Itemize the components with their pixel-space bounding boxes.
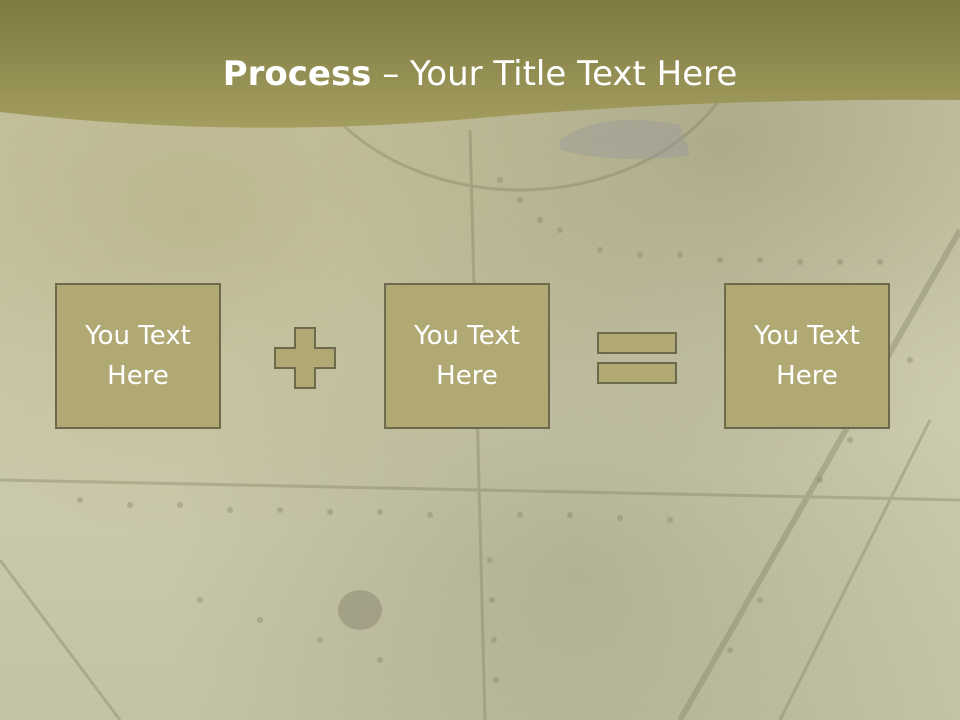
slide-title: Process – Your Title Text Here	[0, 52, 960, 96]
title-rest: – Your Title Text Here	[371, 54, 738, 94]
process-box-2-text: You Text Here	[414, 321, 520, 391]
process-box-1-text: You Text Here	[85, 321, 191, 391]
process-box-3-text: You Text Here	[754, 321, 860, 391]
title-band	[0, 0, 960, 128]
equals-icon	[597, 332, 677, 384]
process-box-3[interactable]: You Text Here	[724, 283, 890, 429]
process-box-1[interactable]: You Text Here	[55, 283, 221, 429]
plus-icon	[274, 327, 336, 389]
process-box-2[interactable]: You Text Here	[384, 283, 550, 429]
title-bold: Process	[222, 54, 372, 94]
